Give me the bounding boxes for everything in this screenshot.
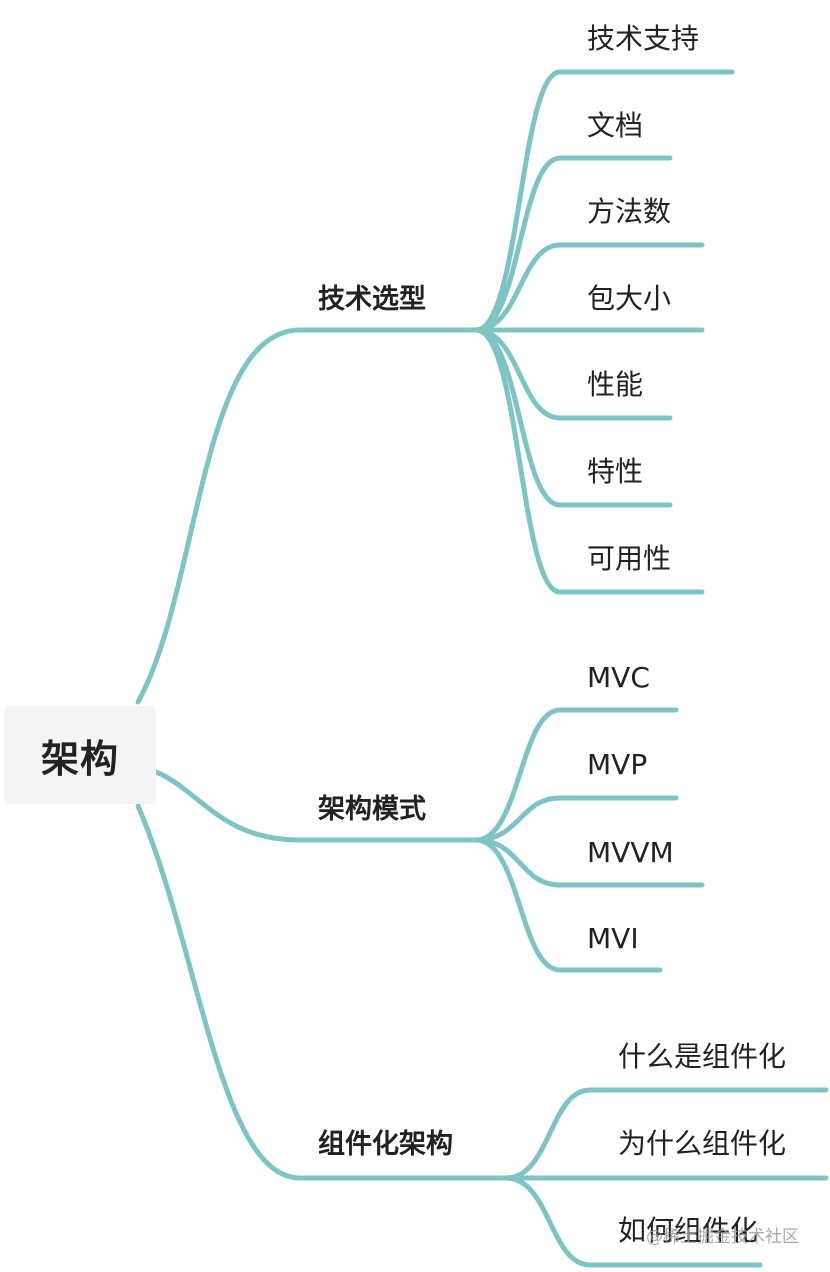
edge-tech-to-leaf-2 [473,155,673,333]
leaf-how-componentization[interactable]: 如何组件化 [618,1214,759,1247]
edge-root-to-componentization [135,803,509,1181]
leaf-mvvm[interactable]: MVVM [587,836,674,869]
edge-root-to-arch-patterns [153,769,479,843]
leaf-what-is-componentization[interactable]: 什么是组件化 [618,1040,787,1073]
branch-componentization[interactable]: 组件化架构 [318,1129,453,1160]
edge-tech-to-leaf-1 [473,69,735,333]
root-label: 架构 [40,736,119,781]
leaf-why-componentization[interactable]: 为什么组件化 [618,1127,787,1160]
edge-arch-to-leaf-2 [473,795,679,843]
branch-tech-selection[interactable]: 技术选型 [318,284,426,315]
leaf-mvp[interactable]: MVP [587,748,648,781]
edge-arch-to-leaf-1 [473,707,679,843]
edge-comp-to-leaf-1 [503,1087,829,1181]
leaf-package-size[interactable]: 包大小 [587,282,672,315]
edge-tech-to-leaf-7 [473,327,705,595]
leaf-tech-support[interactable]: 技术支持 [587,22,700,55]
watermark: @稀土掘金技术社区 [646,1227,799,1247]
edge-comp-to-leaf-3 [503,1175,763,1268]
leaf-method-count[interactable]: 方法数 [587,195,672,228]
edge-root-to-tech-selection [135,327,479,705]
leaf-performance[interactable]: 性能 [587,368,644,401]
branch-arch-patterns[interactable]: 架构模式 [318,794,426,825]
edge-arch-to-leaf-3 [473,837,705,888]
edge-tech-to-leaf-5 [473,327,673,421]
leaf-mvc[interactable]: MVC [587,661,650,694]
root-node[interactable]: 架构 [4,706,156,804]
edge-arch-to-leaf-4 [473,837,663,973]
leaf-usability[interactable]: 可用性 [587,542,672,575]
edge-tech-to-leaf-3 [473,242,705,333]
leaf-docs[interactable]: 文档 [587,109,644,142]
leaf-features[interactable]: 特性 [587,455,644,488]
leaf-mvi[interactable]: MVI [587,922,639,955]
